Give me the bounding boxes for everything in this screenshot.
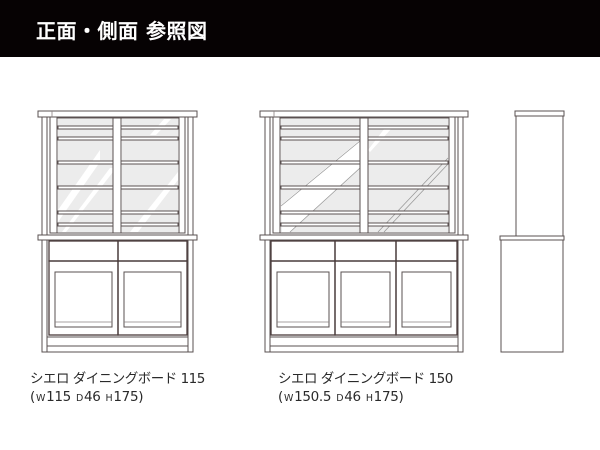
product-dimensions: (W115 D46 H175) bbox=[30, 389, 144, 405]
glass-door-left bbox=[280, 119, 361, 233]
glass-door-right bbox=[368, 119, 449, 233]
lower-doors-115 bbox=[48, 260, 188, 336]
counter-top bbox=[37, 234, 198, 241]
caption-150: シエロ ダイニングボード 150 (W150.5 D46 H175) bbox=[278, 367, 453, 405]
shelves-150 bbox=[280, 125, 449, 227]
page-title: 正面・側面 参照図 bbox=[36, 19, 208, 43]
header-bar: 正面・側面 参照図 bbox=[0, 0, 600, 57]
side-view bbox=[499, 110, 565, 353]
product-name: シエロ ダイニングボード 150 bbox=[278, 371, 453, 387]
front-view-150 bbox=[259, 110, 469, 353]
side-upper bbox=[515, 115, 564, 237]
top-cap bbox=[37, 110, 198, 118]
product-name: シエロ ダイニングボード 115 bbox=[30, 371, 205, 387]
glass-door-left bbox=[58, 119, 113, 232]
side-lower bbox=[500, 239, 564, 353]
front-view-115 bbox=[37, 110, 198, 353]
caption-115: シエロ ダイニングボード 115 (W115 D46 H175) bbox=[30, 367, 205, 405]
shelves-115 bbox=[57, 125, 179, 227]
product-dimensions: (W150.5 D46 H175) bbox=[278, 389, 404, 405]
counter-top bbox=[259, 234, 469, 241]
side-top-cap bbox=[514, 110, 565, 117]
glass-door-right bbox=[122, 118, 178, 232]
side-counter bbox=[499, 235, 565, 241]
top-cap bbox=[259, 110, 469, 118]
lower-doors-150 bbox=[270, 260, 458, 336]
